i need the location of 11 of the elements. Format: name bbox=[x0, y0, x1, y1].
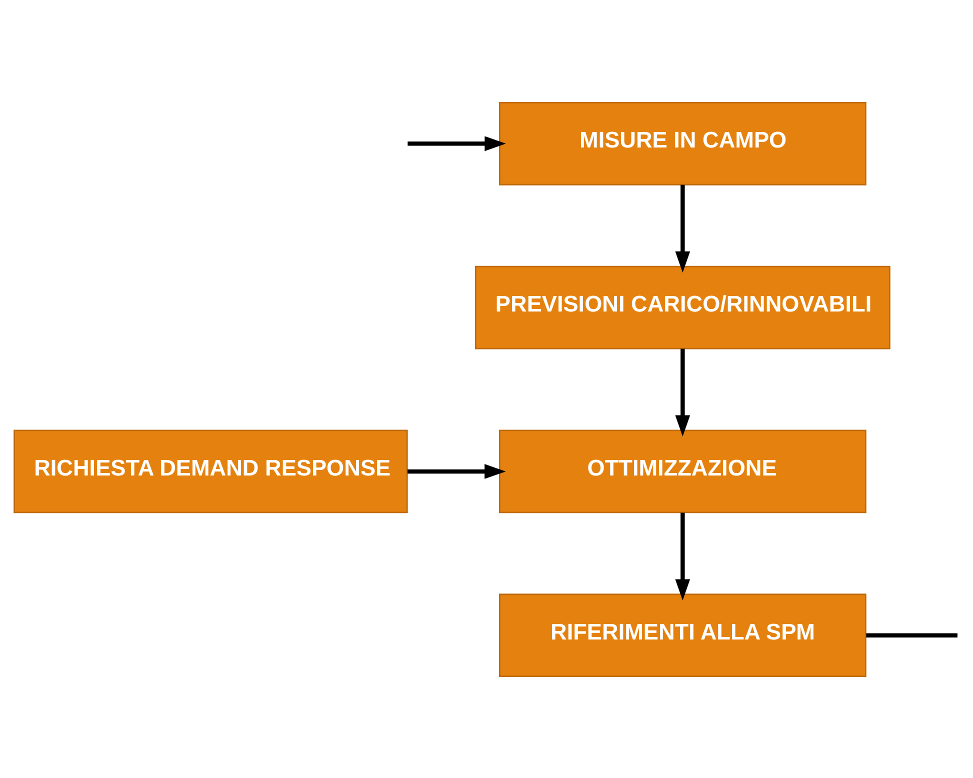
node-box: MISURE IN CAMPO bbox=[498, 101, 866, 185]
arrow bbox=[675, 184, 690, 272]
arrow bbox=[408, 136, 506, 151]
connector bbox=[866, 632, 958, 637]
node-box: RIFERIMENTI ALLA SPM bbox=[498, 593, 866, 677]
node-box: OTTIMIZZAZIONE bbox=[498, 429, 866, 513]
arrow bbox=[675, 348, 690, 436]
arrow bbox=[675, 512, 690, 600]
arrow bbox=[408, 464, 506, 478]
node-box: PREVISIONI CARICO/RINNOVABILI bbox=[474, 265, 890, 349]
node-box: RICHIESTA DEMAND RESPONSE bbox=[14, 429, 408, 513]
